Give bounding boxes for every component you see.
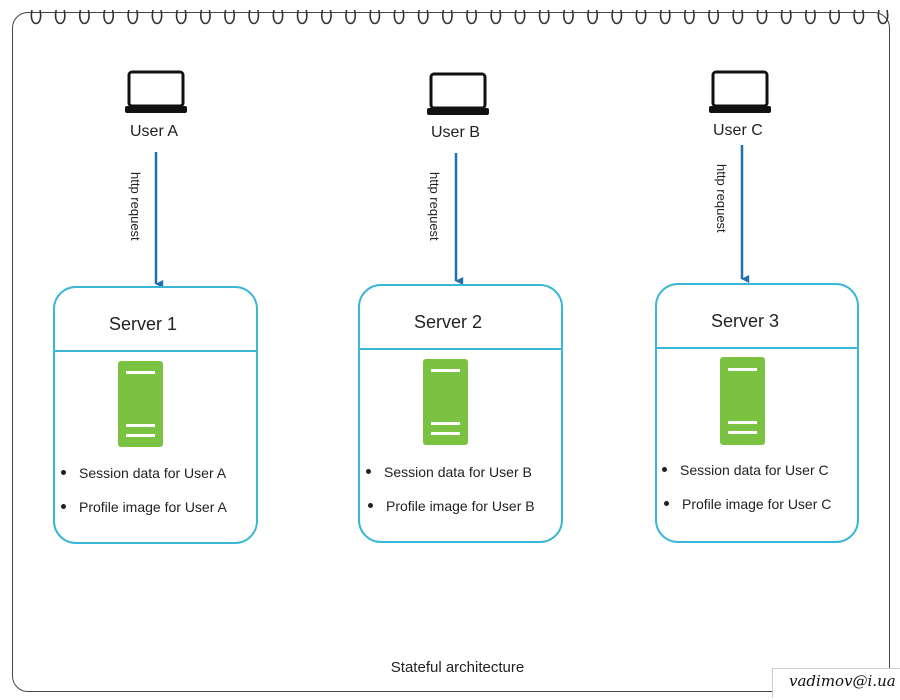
spiral-loop <box>587 9 599 25</box>
server-title: Server 2 <box>414 312 483 332</box>
spiral-loop <box>780 9 792 25</box>
spiral-loop <box>708 9 720 25</box>
spiral-loop <box>320 9 332 25</box>
laptop-icon <box>125 70 187 113</box>
server-icon <box>118 361 163 447</box>
bullet-icon <box>368 502 373 508</box>
laptop-icon <box>709 70 771 113</box>
server-data-text: Profile image for User C <box>682 496 832 512</box>
spiral-loop <box>877 9 889 25</box>
spiral-loop <box>466 9 478 25</box>
server-data-text: Session data for User C <box>680 462 829 478</box>
spiral-loop <box>756 9 768 25</box>
spiral-loop <box>417 9 429 25</box>
spiral-loop <box>78 9 90 25</box>
spiral-loop <box>151 9 163 25</box>
spiral-loop <box>272 9 284 25</box>
spiral-loop <box>103 9 115 25</box>
laptop-icon <box>427 72 489 115</box>
spiral-loop <box>248 9 260 25</box>
bullet-icon <box>366 468 371 474</box>
spiral-loop <box>296 9 308 25</box>
spiral-loop <box>683 9 695 25</box>
request-label: http request <box>128 172 143 241</box>
spiral-loop <box>393 9 405 25</box>
server-title: Server 1 <box>109 314 178 334</box>
spiral-loop <box>441 9 453 25</box>
server-data-text: Session data for User B <box>384 464 532 480</box>
spiral-loop <box>635 9 647 25</box>
spiral-loop <box>829 9 841 25</box>
spiral-loop <box>345 9 357 25</box>
spiral-loop <box>659 9 671 25</box>
server-data-item: Profile image for User C <box>664 496 831 512</box>
server-data-item: Session data for User C <box>662 462 829 478</box>
server-icon <box>423 359 468 445</box>
spiral-loop <box>30 9 42 25</box>
bullet-icon <box>662 466 667 472</box>
spiral-loop <box>514 9 526 25</box>
spiral-loop <box>199 9 211 25</box>
server-data-item: Session data for User A <box>61 465 226 481</box>
server-data-item: Profile image for User A <box>61 499 227 515</box>
bullet-icon <box>61 503 66 509</box>
spiral-loop <box>127 9 139 25</box>
request-label: http request <box>427 172 442 241</box>
diagram-caption: Stateful architecture <box>390 659 525 676</box>
server-data-item: Session data for User B <box>366 464 532 480</box>
spiral-loop <box>853 9 865 25</box>
spiral-loop <box>538 9 550 25</box>
spiral-loop <box>611 9 623 25</box>
server-data-text: Session data for User A <box>79 465 227 481</box>
spiral-loop <box>54 9 66 25</box>
spiral-loop <box>369 9 381 25</box>
server-data-text: Profile image for User A <box>79 499 227 515</box>
user-label: User C <box>713 122 763 139</box>
user-label: User B <box>431 124 480 141</box>
spiral-loop <box>490 9 502 25</box>
watermark: vadimov@i.ua <box>772 668 900 698</box>
server-data-text: Profile image for User B <box>386 498 535 514</box>
spiral-loop <box>562 9 574 25</box>
server-title: Server 3 <box>711 311 780 331</box>
notebook-spiral <box>30 9 889 25</box>
server-icon <box>720 357 765 445</box>
server-data-item: Profile image for User B <box>368 498 535 514</box>
spiral-loop <box>175 9 187 25</box>
request-label: http request <box>714 164 729 233</box>
user-label: User A <box>130 123 179 140</box>
spiral-loop <box>224 9 236 25</box>
bullet-icon <box>61 469 66 475</box>
spiral-loop <box>732 9 744 25</box>
bullet-icon <box>664 500 669 506</box>
spiral-loop <box>804 9 816 25</box>
